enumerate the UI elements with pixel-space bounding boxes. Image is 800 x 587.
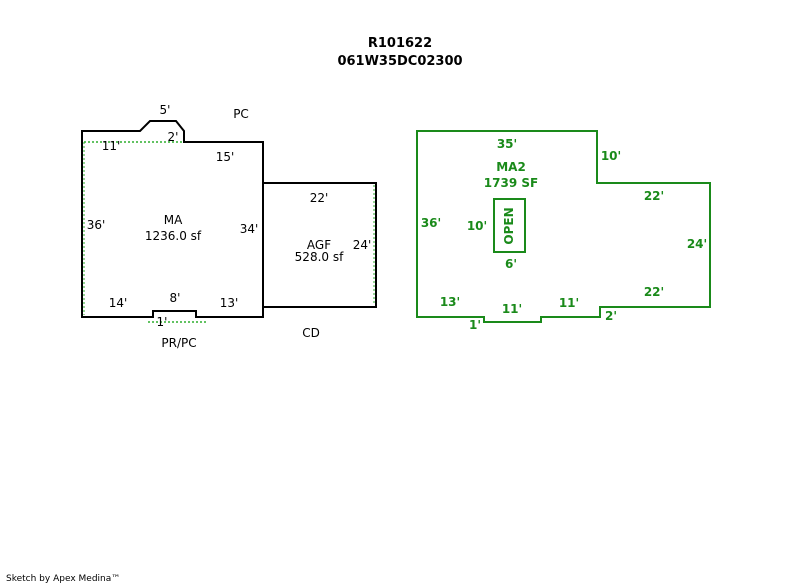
dim-bottom-14: 14' (108, 296, 128, 310)
label-pc: PC (233, 107, 249, 121)
ma2-outline (416, 130, 711, 323)
agf-name: AGF (306, 238, 332, 252)
ma2-dim-left-36: 36' (420, 216, 442, 230)
dim-left-36: 36' (86, 218, 106, 232)
ma2-dim-right-10: 10' (600, 149, 622, 163)
ma2-dim-top-22: 22' (643, 189, 665, 203)
dim-bottom-8: 8' (169, 291, 181, 305)
dim-bottom-1: 1' (156, 315, 168, 329)
ma2-name: MA2 (496, 160, 526, 174)
open-label: OPEN (502, 207, 516, 245)
agf-area: 528.0 sf (294, 250, 344, 264)
label-pr-pc: PR/PC (161, 336, 197, 350)
ma2-dim-bottom-11b: 11' (558, 296, 580, 310)
ma2-dim-right-24: 24' (686, 237, 708, 251)
map-tax-lot: 061W35DC02300 (337, 54, 463, 69)
ma2-dim-bottom-22: 22' (643, 285, 665, 299)
ma2-dim-top-35: 35' (496, 137, 518, 151)
dim-right-34: 34' (239, 222, 259, 236)
footer-credit: Sketch by Apex Medina™ (6, 574, 121, 584)
open-dim-10: 10' (466, 219, 488, 233)
agf-dim-top-22: 22' (309, 191, 329, 205)
open-box (493, 198, 526, 253)
ma2-dim-bottom-1: 1' (468, 318, 482, 332)
dim-top-2: 2' (167, 130, 179, 144)
dim-top-11: 11' (101, 139, 121, 153)
dim-top-5: 5' (159, 103, 171, 117)
agf-outline (263, 182, 377, 308)
ma2-area: 1739 SF (483, 176, 539, 190)
parcel-id: R101622 (367, 36, 433, 51)
label-cd: CD (302, 326, 320, 340)
ma2-dim-bottom-13: 13' (439, 295, 461, 309)
ma-outline (81, 120, 264, 318)
agf-dim-right-24: 24' (352, 238, 372, 252)
dim-bottom-13: 13' (219, 296, 239, 310)
ma2-dim-bottom-11a: 11' (501, 302, 523, 316)
ma-name: MA (163, 213, 183, 227)
dim-top-15: 15' (215, 150, 235, 164)
ma-area: 1236.0 sf (144, 229, 202, 243)
ma2-dim-bottom-2: 2' (604, 309, 618, 323)
open-dim-6: 6' (504, 257, 518, 271)
